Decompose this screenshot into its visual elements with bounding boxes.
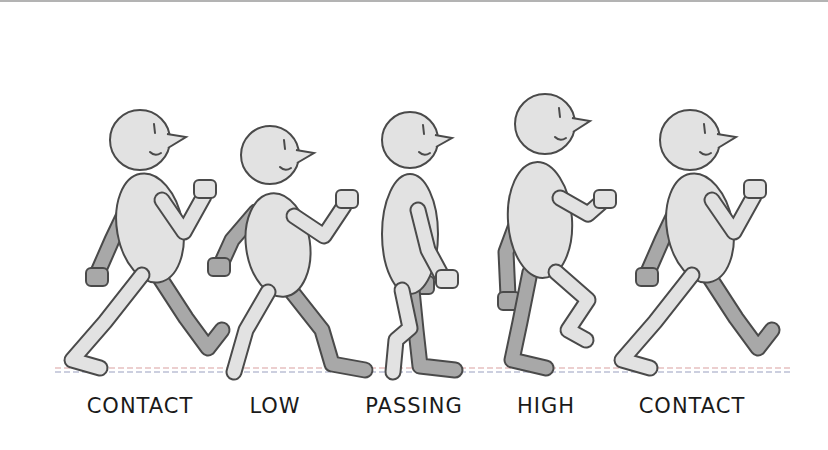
- contact-figure: [72, 110, 222, 368]
- passing-figure: [382, 112, 458, 372]
- low-figure: [208, 126, 365, 372]
- phase-label: HIGH: [517, 394, 575, 418]
- phase-label: LOW: [249, 394, 300, 418]
- phase-label: PASSING: [365, 394, 463, 418]
- phase-label: CONTACT: [87, 394, 194, 418]
- phase-label: CONTACT: [639, 394, 746, 418]
- top-rule: [0, 0, 828, 2]
- contact-figure: [622, 110, 772, 368]
- high-figure: [498, 94, 616, 368]
